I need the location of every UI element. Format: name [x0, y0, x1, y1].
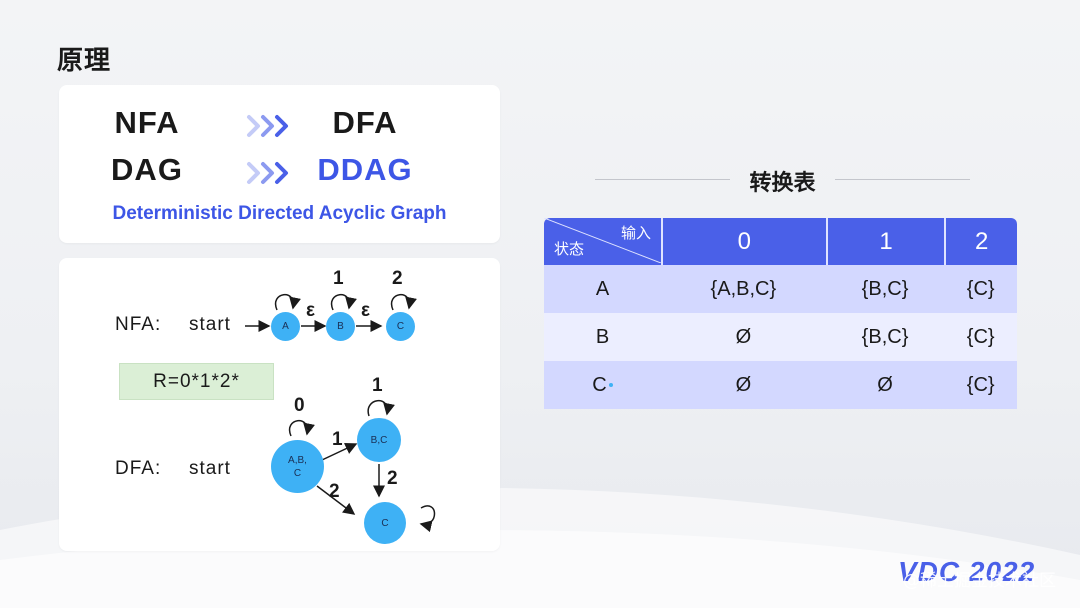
table-cell: {C} — [944, 361, 1017, 409]
watermark: @稀土掘金技术社区 — [903, 571, 1056, 591]
page-title: 原理 — [57, 46, 112, 76]
dfa-loop-abc-label: 0 — [294, 395, 305, 416]
header-divider-left — [595, 179, 730, 180]
conversion-from: NFA — [114, 105, 180, 140]
nfa-loop-b-label: 1 — [333, 268, 344, 289]
cursor-dot-icon — [608, 383, 613, 388]
conversion-to: DFA — [332, 105, 398, 140]
table-header-row: 输入 状态 0 1 2 — [544, 218, 1017, 265]
table-title: 转换表 — [749, 171, 816, 196]
row-state: C — [592, 373, 607, 396]
dfa-edge-abc-c-label: 2 — [329, 481, 340, 502]
table-cell: Ø — [661, 361, 826, 409]
triple-chevron-right-icon — [247, 162, 288, 184]
ddag-subtitle: Deterministic Directed Acyclic Graph — [112, 203, 447, 224]
conversion-to-highlight: DDAG — [317, 152, 413, 187]
dfa-loop-c — [419, 505, 436, 533]
nfa-start-label: start — [189, 314, 231, 335]
conversion-row-dag: DAG DDAG — [59, 152, 500, 192]
dfa-edge-abc-bc — [321, 443, 358, 461]
dfa-edge-abc-bc-label: 1 — [332, 429, 343, 450]
dfa-loop-abc — [288, 419, 315, 437]
dfa-start-label: start — [189, 458, 231, 479]
dfa-state-c: C — [364, 502, 406, 544]
table-row: C Ø Ø {C} — [544, 361, 1017, 409]
corner-input-label: 输入 — [620, 224, 651, 242]
table-cell: {B,C} — [825, 265, 945, 313]
corner-state-label: 状态 — [554, 240, 585, 258]
corner-diagonal — [544, 218, 661, 263]
nfa-loop-b — [330, 293, 357, 311]
dfa-label: DFA: — [115, 458, 162, 479]
table-corner-cell: 输入 状态 — [544, 218, 661, 265]
dfa-edge-abc-c — [316, 485, 356, 515]
nfa-state-b: B — [326, 312, 355, 341]
row-state: B — [544, 313, 661, 361]
column-header: 1 — [825, 218, 945, 265]
table-cell: Ø — [825, 361, 945, 409]
dfa-loop-bc — [367, 399, 395, 417]
regex-box: R=0*1*2* — [119, 363, 274, 400]
automaton-diagram-card: NFA: start A B C ε ε 1 2 R=0*1*2* DFA: s… — [59, 258, 500, 551]
table-cell: {A,B,C} — [661, 265, 826, 313]
dfa-state-abc: A,B, C — [271, 440, 324, 493]
table-row: A {A,B,C} {B,C} {C} — [544, 265, 1017, 313]
column-header: 0 — [661, 218, 826, 265]
dfa-edge-bc-c-label: 2 — [387, 468, 398, 489]
table-cell: {C} — [944, 313, 1017, 361]
triple-chevron-right-icon — [247, 115, 288, 137]
dfa-state-bc: B,C — [357, 418, 401, 462]
nfa-loop-c-label: 2 — [392, 268, 403, 289]
nfa-epsilon-label: ε — [306, 300, 316, 321]
table-row: B Ø {B,C} {C} — [544, 313, 1017, 361]
row-state: A — [544, 265, 661, 313]
table-cell: {B,C} — [825, 313, 945, 361]
vdc-logo: VDC 2022 — [898, 556, 1036, 587]
header-divider-right — [835, 179, 970, 180]
conversion-row-nfa: NFA DFA — [59, 105, 500, 145]
row-state-cell: C — [544, 361, 661, 409]
transition-table: 输入 状态 0 1 2 A {A,B,C} {B,C} {C} B Ø {B,C… — [544, 218, 1017, 409]
table-section-header: 转换表 — [595, 163, 970, 199]
conversion-from: DAG — [111, 152, 183, 187]
column-header: 2 — [944, 218, 1017, 265]
nfa-label: NFA: — [115, 314, 162, 335]
dfa-loop-bc-label: 1 — [372, 375, 383, 396]
conversion-card: NFA DFA DAG DDAG Deterministic Directed … — [59, 85, 500, 243]
automaton-edges — [245, 293, 436, 533]
table-cell: {C} — [944, 265, 1017, 313]
nfa-state-a: A — [271, 312, 300, 341]
nfa-epsilon-label: ε — [361, 300, 371, 321]
nfa-loop-a — [274, 293, 301, 311]
nfa-state-c: C — [386, 312, 415, 341]
nfa-loop-c — [390, 293, 417, 311]
table-cell: Ø — [661, 313, 826, 361]
